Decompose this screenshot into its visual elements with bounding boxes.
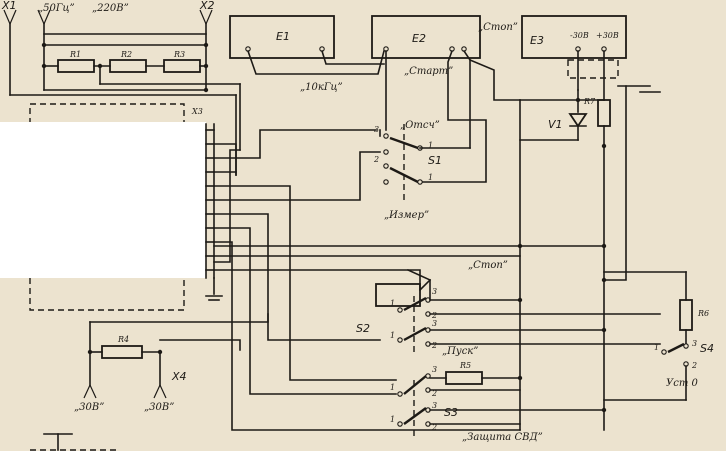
s4-pos1: 1 [654,343,659,352]
s2-pos1-bottom: 1 [390,331,395,340]
resistor-r7 [597,99,611,127]
s3-pos3-top: 3 [432,365,437,374]
label-s4: S4 [700,342,714,355]
label-plus30v: +30В [596,31,619,40]
label-r2: R2 [120,50,132,59]
diode-v1 [568,113,588,128]
label-r7: R7 [583,97,596,106]
s2-pos1-top: 1 [390,299,395,308]
label-r4: R4 [117,335,129,344]
unit-e3 [521,15,627,59]
label-ust0: Уст 0 [666,378,698,389]
resistor-r5 [445,371,483,385]
label-x3: X3 [191,107,203,116]
e3-output-block [567,59,619,79]
label-e2: E2 [412,32,426,45]
switch-s4 [661,342,689,367]
label-izmer: „Измер” [384,210,429,221]
label-v1: V1 [548,118,563,131]
s2-frame [375,283,421,307]
mains-input [3,9,241,176]
x4-terminal-right [153,383,167,399]
s3-pos2-bottom: 2 [431,423,437,432]
label-220v: „220В” [92,3,129,14]
label-pusk: „Пуск” [442,346,478,357]
label-s2: S2 [356,322,370,335]
label-r6: R6 [697,309,709,318]
s3-pos1-bottom: 1 [390,415,395,424]
label-s1: S1 [428,154,442,167]
resistor-r6 [679,299,693,331]
label-10khz: „10кГц” [300,82,343,93]
s3-pos1-top: 1 [390,383,395,392]
s3-pos2-top: 2 [431,389,437,398]
label-start: „Старт” [404,66,453,77]
label-x2: X2 [199,0,215,12]
s2-pos2-bottom: 2 [431,341,437,350]
label-x4: X4 [171,370,187,383]
s3-pos3-bottom: 3 [432,401,437,410]
label-stop: „Стоп” [468,260,508,271]
label-r1: R1 [69,50,81,59]
x1-terminal-symbol [3,9,17,26]
s2-pos3-bottom: 3 [432,319,437,328]
x2-terminal-symbol [199,9,213,26]
s4-pos2: 2 [691,361,697,370]
label-x1: X1 [1,0,17,12]
label-r5: R5 [459,361,471,370]
label-e3: E3 [530,34,544,47]
s4-pos3: 3 [692,339,697,348]
unit-e1 [229,15,335,59]
label-otsch: „Отсч” [400,120,440,131]
label-x4-left: „30В” [74,402,104,413]
switch-s2 [375,283,431,356]
label-s3: S3 [444,406,458,419]
resistor-r3 [163,59,201,73]
label-minus30v: -30В [570,31,589,40]
connector-x3-inset [0,122,206,278]
resistor-r2 [109,59,147,73]
s2-pos2-top: 2 [431,311,437,320]
label-r3: R3 [173,50,185,59]
resistor-r1 [57,59,95,73]
s1-pos2: 2 [373,155,379,164]
label-x4-right: „30В” [144,402,174,413]
s1-pos1-bottom: 1 [428,173,433,182]
x4-terminal-left [83,383,97,399]
label-stop-e2: „Стоп” [478,22,518,33]
label-e1: E1 [276,30,290,43]
switch-s3 [397,373,431,436]
s1-pos1-top: 1 [428,141,433,150]
switch-s1 [383,124,423,200]
resistor-r4 [101,345,143,359]
unit-e2 [371,15,481,59]
label-protect: „Защита СВД” [462,432,543,443]
wire-10khz [246,49,385,75]
label-50hz: „50Гц” [38,3,75,14]
s1-pos3-top: 3 [374,125,379,134]
s2-pos3-top: 3 [432,287,437,296]
